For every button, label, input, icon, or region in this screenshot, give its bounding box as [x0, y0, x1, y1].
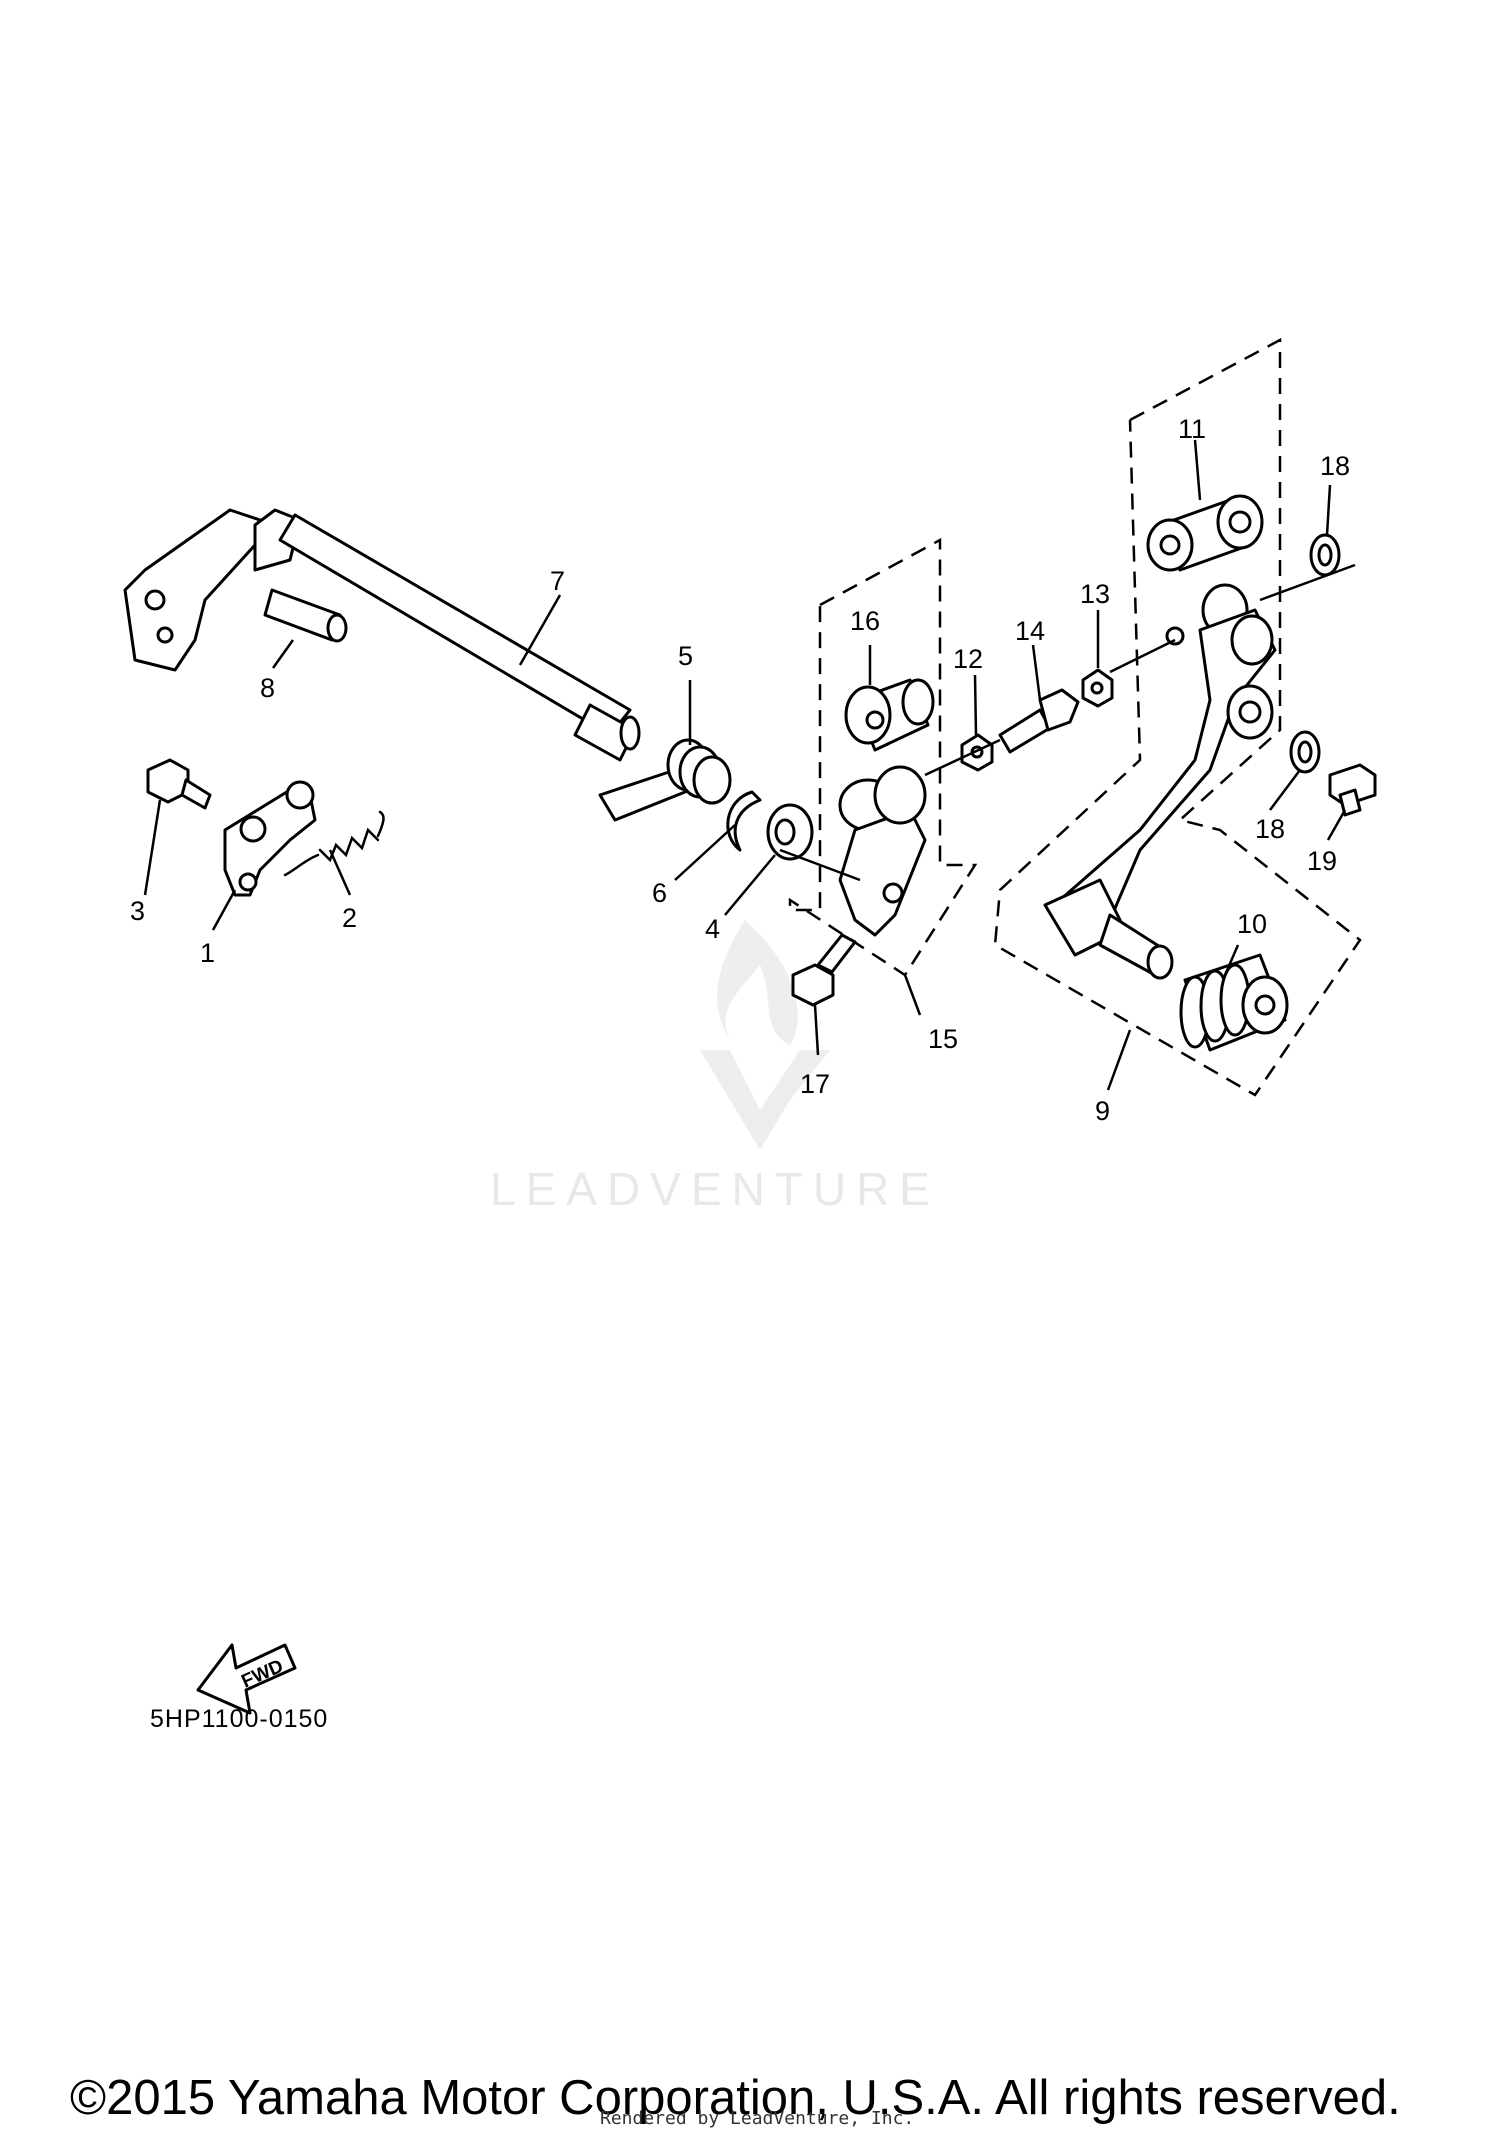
dowel-pin	[263, 588, 348, 643]
shift-pedal	[1043, 583, 1277, 980]
callout-18-bottom: 18	[1255, 814, 1285, 844]
leader-17	[813, 1004, 820, 1056]
copyright-notice: ©2015 Yamaha Motor Corporation, U.S.A. A…	[70, 2071, 1401, 2125]
leader-6	[674, 824, 736, 881]
callout-15: 15	[928, 1024, 958, 1054]
bolt-17	[791, 933, 857, 1007]
leader-7	[518, 594, 562, 666]
fwd-arrow-icon: FWD	[196, 1643, 297, 1715]
washer-18-bottom	[1289, 730, 1321, 774]
callout-19: 19	[1307, 846, 1337, 876]
callout-18-top: 18	[1320, 451, 1350, 481]
callout-14: 14	[1015, 616, 1045, 646]
callout-8: 8	[260, 673, 275, 703]
washer-4	[766, 803, 814, 861]
callout-9: 9	[1095, 1096, 1110, 1126]
callout-17: 17	[800, 1069, 830, 1099]
callout-1: 1	[200, 938, 215, 968]
pedal-rubber	[1179, 953, 1289, 1052]
leader-8	[271, 639, 295, 669]
bolt-14	[998, 688, 1080, 754]
leader-12	[973, 674, 978, 736]
shift-shaft	[123, 508, 641, 762]
leader-18a	[1325, 484, 1332, 536]
leader-14	[1031, 644, 1042, 701]
leader-4	[724, 854, 776, 916]
callout-10: 10	[1237, 909, 1267, 939]
leadventure-watermark: LEADVENTURE	[490, 920, 940, 1215]
rendered-by-note: Rendered by LeadVenture, Inc.	[600, 2108, 915, 2129]
torsion-spring	[598, 738, 732, 822]
circlip	[726, 790, 762, 852]
nut-12	[960, 733, 994, 772]
leader-18b	[1269, 769, 1301, 811]
callout-6: 6	[652, 878, 667, 908]
leader-9	[1106, 1029, 1132, 1091]
axis-line-1	[924, 738, 1001, 777]
leader-2	[328, 849, 352, 896]
axis-line-3	[1259, 563, 1356, 602]
tension-spring	[283, 810, 385, 877]
leader-3	[143, 799, 162, 896]
axis-line-2	[1109, 638, 1176, 674]
diagram-code: 5HP1100-0150	[150, 1705, 329, 1733]
callout-4: 4	[705, 914, 720, 944]
leader-11	[1193, 439, 1202, 501]
shift-arm	[838, 765, 927, 937]
assembly-box-9	[993, 337, 1362, 1097]
watermark-text: LEADVENTURE	[490, 1163, 940, 1215]
stopper-lever	[223, 780, 317, 897]
nut-13	[1081, 668, 1114, 708]
leader-10	[1223, 944, 1240, 976]
callout-16: 16	[850, 606, 880, 636]
callout-3: 3	[130, 896, 145, 926]
bolt-3	[146, 758, 212, 810]
bush-11	[1146, 494, 1264, 572]
callout-13: 13	[1080, 579, 1110, 609]
leader-15	[903, 974, 922, 1016]
bolt-19	[1328, 763, 1377, 817]
bush-16	[844, 678, 935, 752]
washer-18-top	[1309, 533, 1341, 577]
leader-1	[211, 889, 237, 931]
callout-7: 7	[550, 566, 565, 596]
leader-19	[1326, 809, 1347, 841]
axis-line-4	[779, 848, 861, 882]
callout-12: 12	[953, 644, 983, 674]
callout-5: 5	[678, 641, 693, 671]
callout-2: 2	[342, 903, 357, 933]
callout-11: 11	[1178, 414, 1206, 444]
